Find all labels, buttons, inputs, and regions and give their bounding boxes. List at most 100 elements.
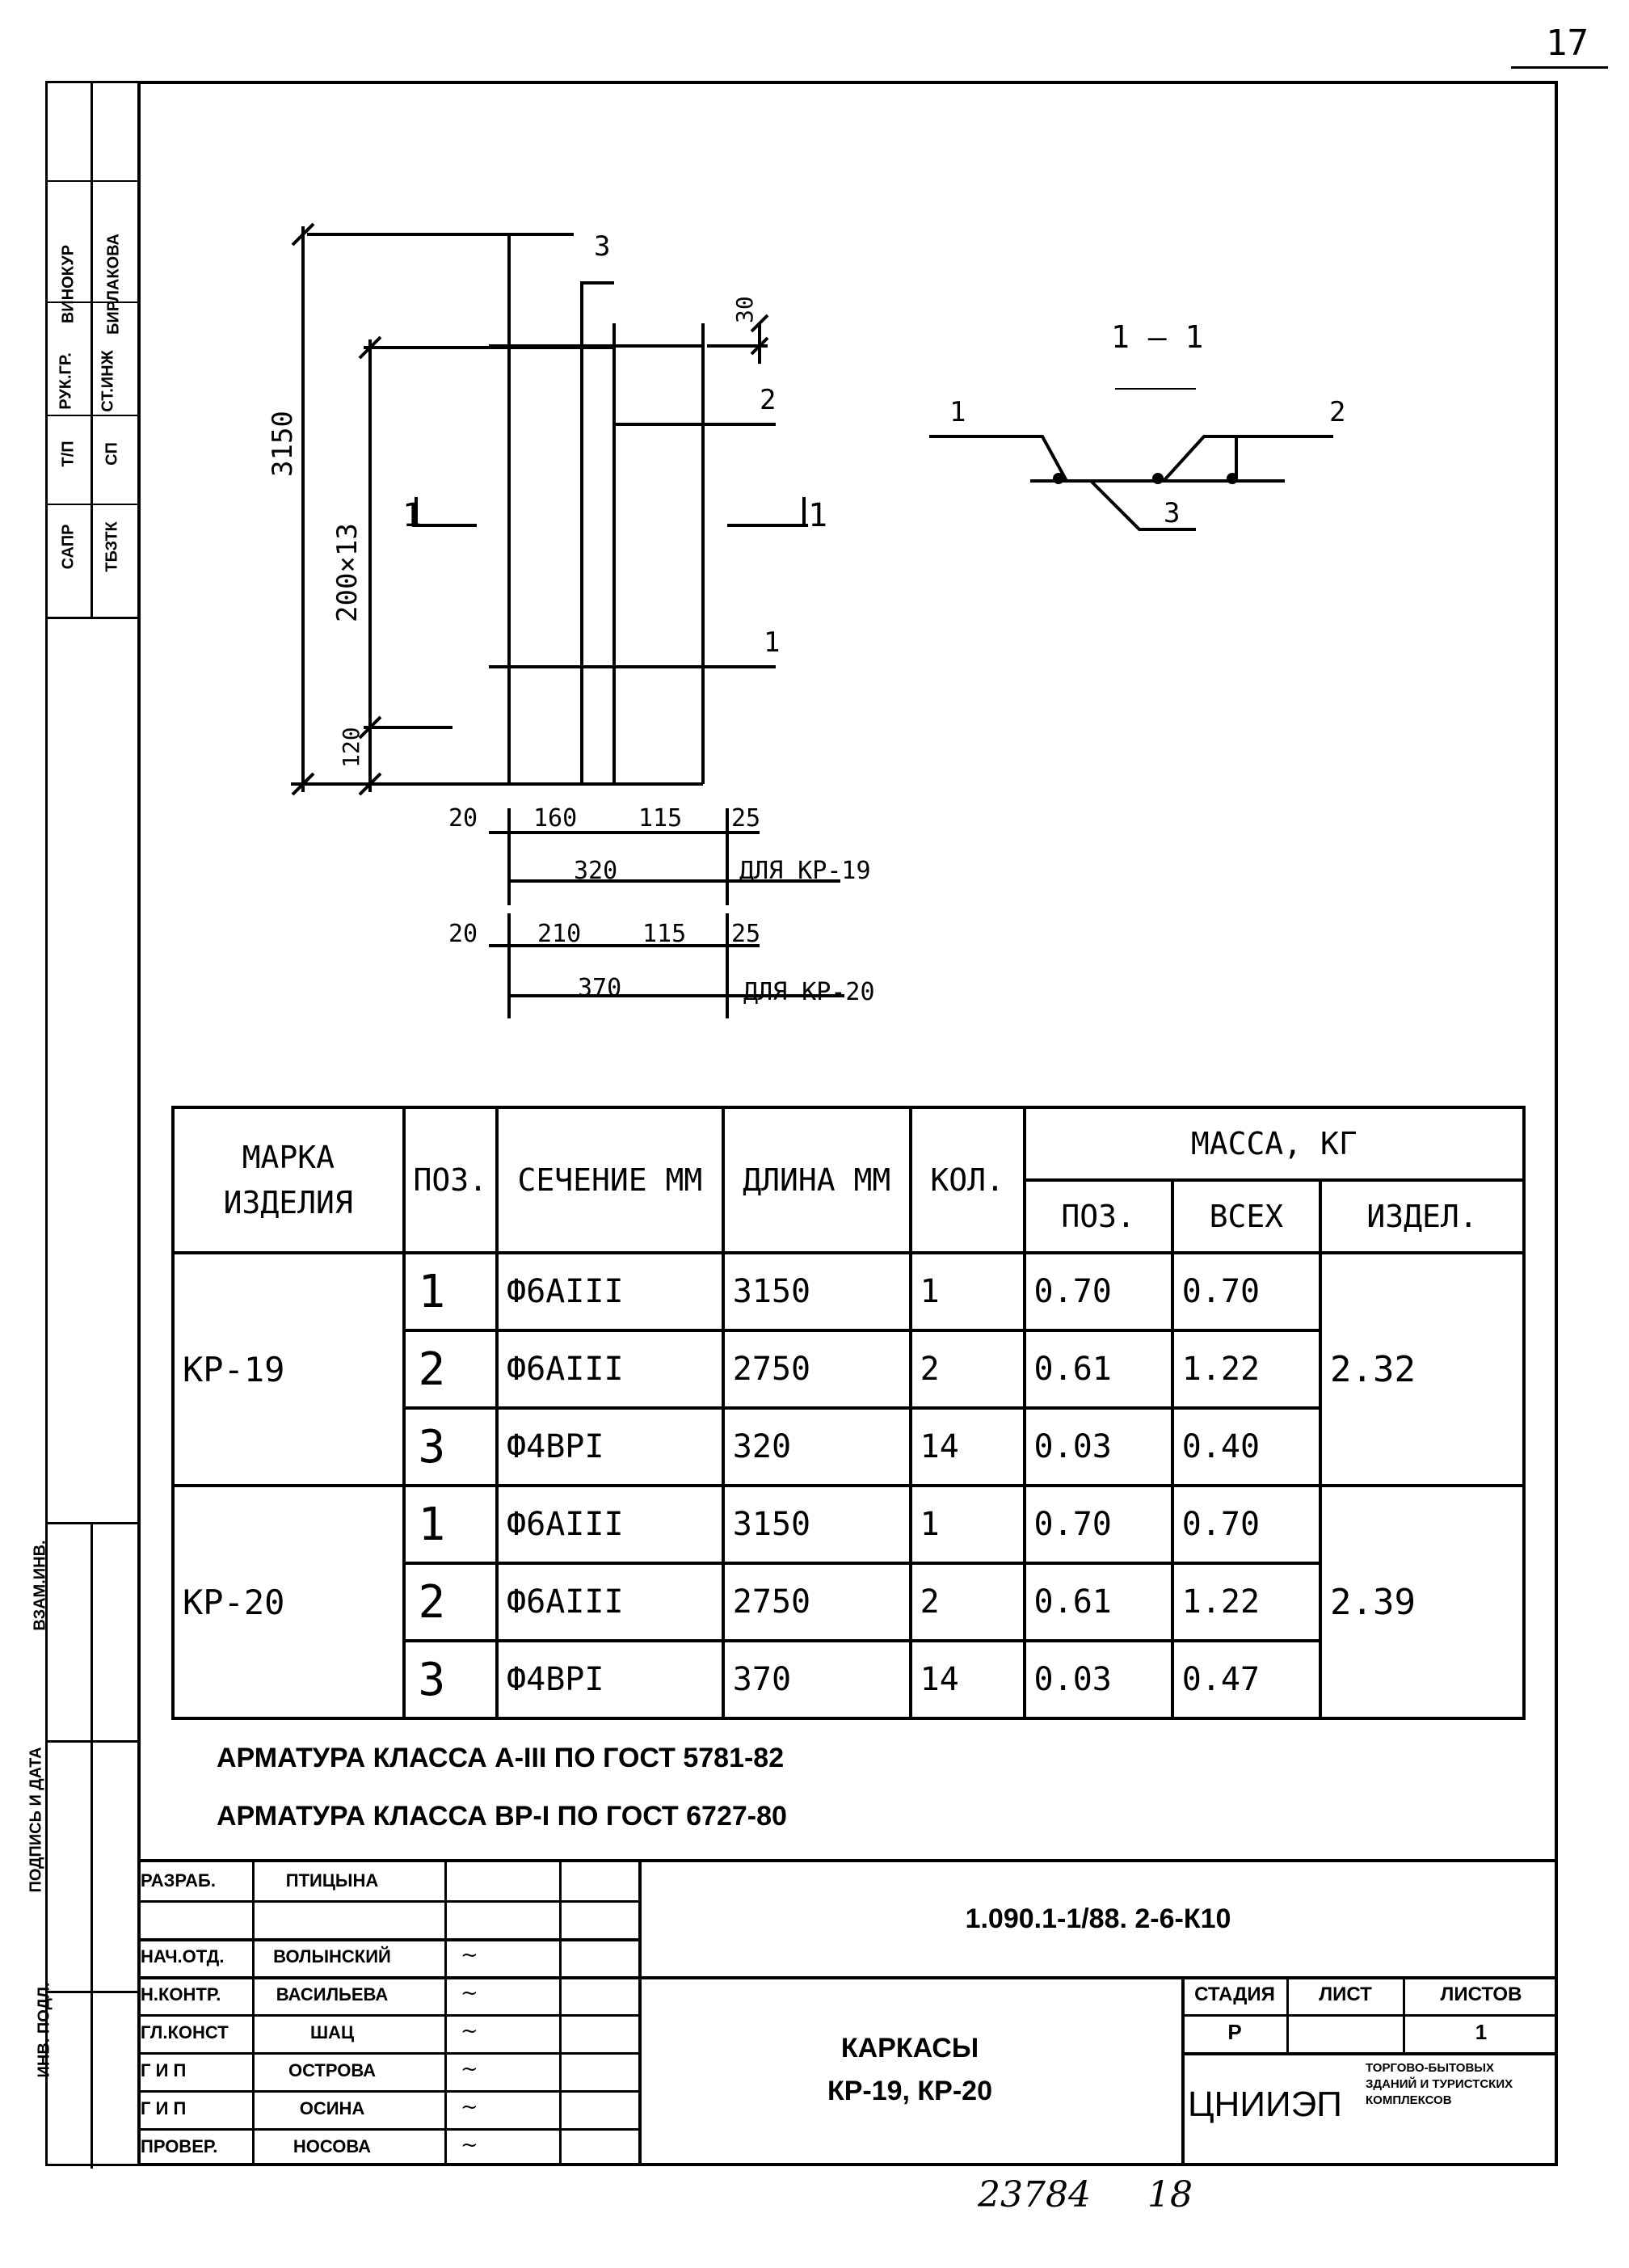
cell-pos: 3 <box>402 1406 499 1487</box>
stamp-name-sp: СП <box>103 442 121 466</box>
person-name: ВОЛЫНСКИЙ <box>273 1946 391 1967</box>
cell-qty: 2 <box>908 1562 1026 1642</box>
section-pos-1: 1 <box>949 396 966 428</box>
title-person-row: НАЧ.ОТД. ВОЛЫНСКИЙ <box>137 1938 638 1976</box>
kr20-dim-d: 25 <box>731 920 761 948</box>
cell-qty: 14 <box>908 1406 1026 1487</box>
person-name: ПТИЦЫНА <box>285 1870 379 1891</box>
drawing-title: КАРКАСЫ КР-19, КР-20 <box>638 1976 1181 2166</box>
cell-mass-all: 0.47 <box>1170 1639 1322 1720</box>
sheet-label: ЛИСТ <box>1319 1983 1372 2005</box>
cell-pos: 2 <box>402 1329 499 1410</box>
cell-pos: 2 <box>402 1562 499 1642</box>
kr20-dim-label: ДЛЯ КР-20 <box>743 978 875 1006</box>
kr19-dim-total: 320 <box>574 857 618 885</box>
person-role: Н.КОНТР. <box>141 1984 221 2005</box>
cell-mass-all: 1.22 <box>1170 1562 1322 1642</box>
cell-mass-pos: 0.03 <box>1022 1406 1174 1487</box>
table-row: КР-20 1 Ф6АIII 3150 1 0.70 0.70 2.39 <box>171 1484 1526 1720</box>
note-rebar-vr1: АРМАТУРА КЛАССА ВР-I ПО ГОСТ 6727-80 <box>217 1801 787 1832</box>
cell-mass-all: 0.70 <box>1170 1251 1322 1332</box>
cell-section: Ф6АIII <box>495 1484 725 1565</box>
cell-qty: 1 <box>908 1484 1026 1565</box>
table-row: 2 Ф6АIII 2750 2 0.61 1.22 <box>173 1562 1524 1642</box>
section-mark-left: 1 <box>402 497 423 534</box>
title-person-row: Г И П ОСИНА <box>137 2090 638 2128</box>
table-row: 3 Ф4ВРI 320 14 0.03 0.40 <box>173 1406 1524 1487</box>
cell-section: Ф6АIII <box>495 1562 725 1642</box>
section-title: 1 — 1 <box>1111 319 1204 355</box>
document-code: 1.090.1-1/88. 2-6-К10 <box>965 1903 1231 1934</box>
kr19-dim-c: 115 <box>638 804 683 833</box>
group-mark-kr20: КР-20 <box>171 1484 406 1720</box>
header-pos: ПОЗ. <box>402 1106 499 1254</box>
signature: ~ <box>461 1943 478 1967</box>
inventory-number: 23784 <box>978 2174 1091 2215</box>
title-person-row: ПРОВЕР. НОСОВА <box>137 2128 638 2166</box>
kr20-dim-total: 370 <box>578 974 622 1002</box>
cell-mass-pos: 0.61 <box>1022 1562 1174 1642</box>
cell-mass-all: 1.22 <box>1170 1329 1322 1410</box>
cell-mass-all: 0.70 <box>1170 1484 1322 1565</box>
kr19-dim-a: 20 <box>448 804 478 833</box>
header-mass: МАССА, КГ <box>1022 1106 1526 1182</box>
title-person-row: Г И П ОСТРОВА <box>137 2052 638 2090</box>
drawing-pos-3: 3 <box>594 230 611 263</box>
person-role: НАЧ.ОТД. <box>141 1946 225 1967</box>
drawing-pos-2: 2 <box>760 384 777 416</box>
header-section: СЕЧЕНИЕ ММ <box>495 1106 725 1254</box>
specification-table: МАРКА ИЗДЕЛИЯ ПОЗ. СЕЧЕНИЕ ММ ДЛИНА ММ К… <box>171 1106 1526 1720</box>
signature: ~ <box>461 1981 478 2005</box>
stamp-sign-date: ПОДПИСЬ И ДАТА <box>27 1747 45 1893</box>
section-mark-right: 1 <box>808 497 828 534</box>
header-mass-all: ВСЕХ <box>1170 1178 1322 1254</box>
stamp-original-inv: ИНВ. ПОДЛ. <box>35 1982 53 2078</box>
cell-length: 3150 <box>721 1484 912 1565</box>
person-role: Г И П <box>141 2098 187 2118</box>
footer-number: 18 <box>1147 2174 1193 2215</box>
section-pos-2: 2 <box>1329 396 1346 428</box>
person-role: ПРОВЕР. <box>141 2136 218 2156</box>
header-mark: МАРКА ИЗДЕЛИЯ <box>171 1106 406 1254</box>
header-mass-item: ИЗДЕЛ. <box>1318 1178 1526 1254</box>
kr19-dim-d: 25 <box>731 804 761 833</box>
kr20-dim-b: 210 <box>537 920 582 948</box>
cell-section: Ф6АIII <box>495 1251 725 1332</box>
cell-qty: 1 <box>908 1251 1026 1332</box>
left-stamp-strip <box>45 81 137 2169</box>
stage-label: СТАДИЯ <box>1194 1983 1275 2005</box>
header-mass-pos: ПОЗ. <box>1022 1178 1174 1254</box>
person-name: ОСТРОВА <box>288 2060 377 2080</box>
group-total-kr19: 2.32 <box>1318 1251 1526 1487</box>
sheet-frame <box>137 81 1558 2166</box>
person-role: РАЗРАБ. <box>141 1870 216 1891</box>
cell-pos: 1 <box>402 1484 499 1565</box>
person-name: ВАСИЛЬЕВА <box>276 1984 389 2005</box>
cell-mass-pos: 0.70 <box>1022 1484 1174 1565</box>
table-row: 3 Ф4ВРI 370 14 0.03 0.47 <box>173 1639 1524 1720</box>
person-name: ШАЦ <box>309 2022 355 2042</box>
header-length: ДЛИНА ММ <box>721 1106 912 1254</box>
cell-length: 2750 <box>721 1562 912 1642</box>
signature: ~ <box>461 2133 478 2157</box>
cell-section: Ф6АIII <box>495 1329 725 1410</box>
title-line-1: КАРКАСЫ <box>840 2033 979 2064</box>
person-name: ОСИНА <box>299 2098 365 2118</box>
title-person-row: ГЛ.КОНСТ ШАЦ <box>137 2014 638 2052</box>
dim-end-offset: 120 <box>338 727 364 768</box>
title-block: НАЧ.ОТД. ВОЛЫНСКИЙ Н.КОНТР. ВАСИЛЬЕВА ГЛ… <box>137 1859 1558 2166</box>
cell-pos: 1 <box>402 1251 499 1332</box>
sheet-number: 17 <box>1546 23 1589 64</box>
section-pos-3: 3 <box>1164 497 1181 529</box>
kr19-dim-b: 160 <box>533 804 578 833</box>
signature: ~ <box>461 2019 478 2043</box>
cell-mass-pos: 0.03 <box>1022 1639 1174 1720</box>
title-person-row: РАЗРАБ. ПТИЦЫНА <box>137 1862 638 1900</box>
dim-total-length: 3150 <box>267 411 299 477</box>
cell-section: Ф4ВРI <box>495 1406 725 1487</box>
cage-drawing <box>291 222 970 1018</box>
cell-qty: 2 <box>908 1329 1026 1410</box>
dim-pitch: 200×13 <box>331 523 364 622</box>
drawing-pos-1: 1 <box>764 626 781 659</box>
section-1-1-drawing <box>929 388 1333 531</box>
